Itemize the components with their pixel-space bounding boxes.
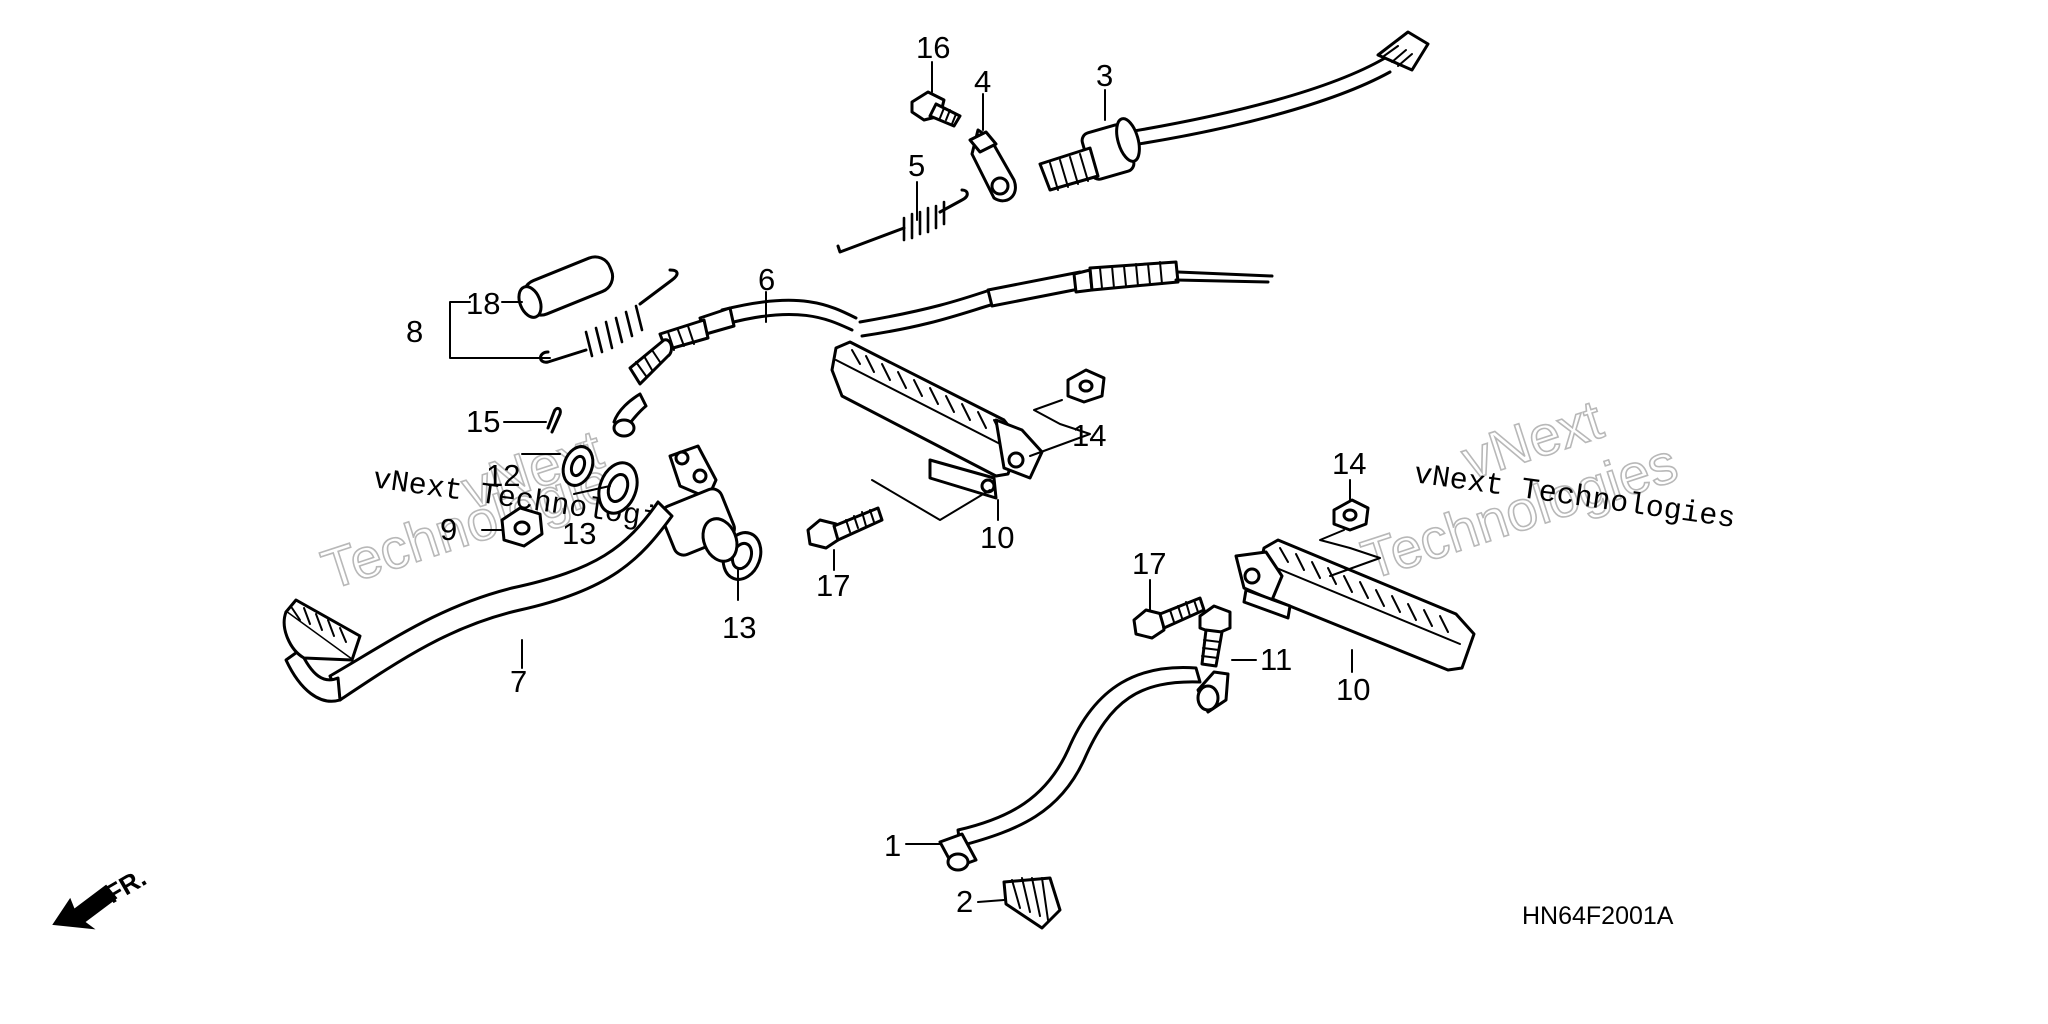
callout-3: 3 [1096,58,1113,93]
callout-10-lower: 10 [1336,672,1370,707]
callout-17-upper: 17 [816,568,850,603]
callout-1: 1 [884,828,901,863]
callout-9: 9 [440,512,457,547]
part-14-nut-upper [1066,368,1106,404]
callout-17-lower: 17 [1132,546,1166,581]
part-18-collar [517,255,615,319]
callout-2: 2 [956,884,973,919]
part-3-switch [1038,30,1430,192]
callout-18: 18 [466,286,500,321]
part-12-washer [561,445,595,487]
callout-16: 16 [916,30,950,65]
part-16-bolt [910,90,962,128]
part-11-bolt [1198,604,1232,668]
part-1-shift-lever [938,666,1230,872]
callouts: 16 4 3 5 6 18 8 15 12 13 9 13 7 14 10 17… [406,30,1370,919]
callout-5: 5 [908,148,925,183]
callout-15: 15 [466,404,500,439]
part-17-bolt-upper [806,506,884,550]
part-5-spring [836,188,969,254]
part-8-spring [539,268,679,364]
callout-12: 12 [486,458,520,493]
callout-14-upper: 14 [1072,418,1106,453]
callout-13-lower: 13 [722,610,756,645]
callout-14-lower: 14 [1332,446,1366,481]
part-17-bolt-lower [1132,596,1206,640]
callout-8: 8 [406,314,423,349]
leader-lines [449,61,1381,903]
part-10-footpeg-lower [1234,538,1476,672]
callout-6: 6 [758,262,775,297]
part-13-seal-upper [597,461,639,515]
part-4-stay [968,128,1017,203]
arrow-icon [52,884,118,930]
callout-11: 11 [1260,642,1292,677]
part-14-nut-lower [1332,498,1370,532]
part-15-pin [546,406,562,434]
front-direction-arrow: FR. [52,862,151,930]
part-10-footpeg-upper [830,340,1044,500]
callout-13-upper: 13 [562,516,596,551]
callout-7: 7 [510,664,527,699]
callout-4: 4 [974,64,991,99]
part-9-nut [500,506,544,548]
part-2-shift-rubber [1002,876,1062,930]
drawing-code: HN64F2001A [1522,902,1674,930]
part-7-brake-pedal [282,444,739,703]
watermark-right: vNext Technologies vNext Technologies [1353,386,1737,592]
callout-10-upper: 10 [980,520,1014,555]
part-6-cable [612,260,1274,438]
watermark-left: vNext Technologies vNext Technologies [313,416,696,602]
